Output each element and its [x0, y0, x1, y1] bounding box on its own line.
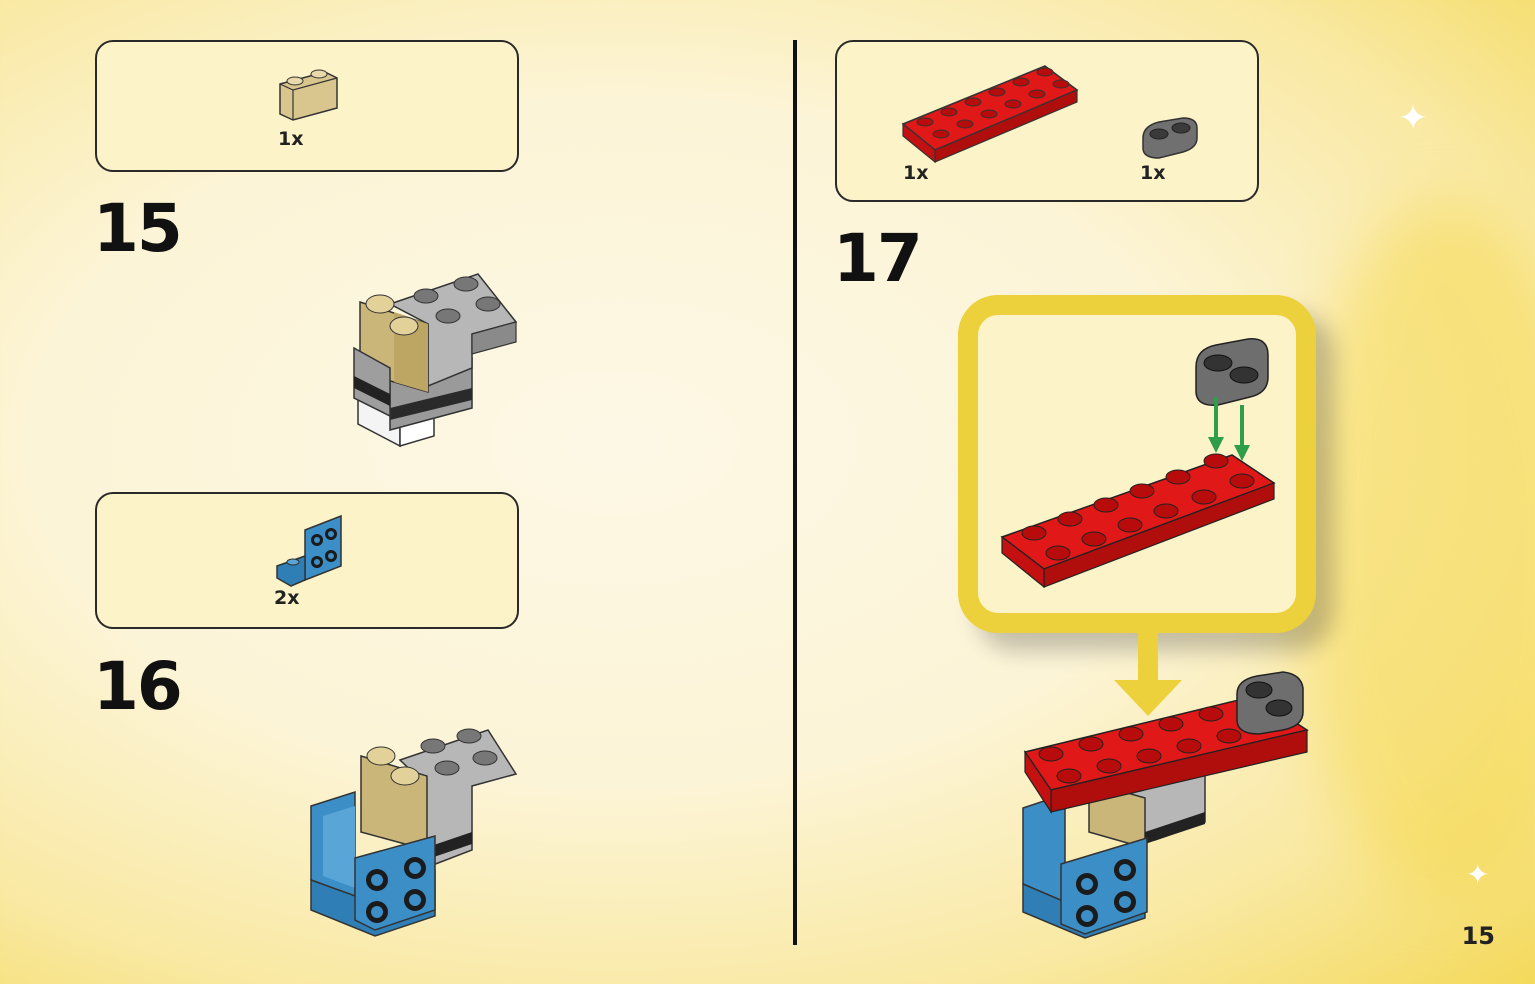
zoom-callout-detail: [1000, 338, 1276, 589]
sparkle-icon: ✦: [1466, 858, 1490, 891]
parts-callout-step-16: 2x: [95, 492, 519, 629]
part-quantity: 1x: [903, 162, 929, 184]
step-16-model: [310, 728, 518, 937]
step-number: 17: [833, 220, 923, 297]
arrow-down-icon: [1114, 628, 1182, 716]
page-divider: [793, 40, 797, 945]
red-plate-2x6-icon: [901, 65, 1079, 164]
part-quantity: 1x: [1140, 162, 1166, 184]
step-number: 15: [93, 190, 183, 267]
part-quantity: 1x: [278, 128, 304, 150]
parts-callout-step-17: 1x 1x: [835, 40, 1259, 202]
step-17-model: [1022, 671, 1309, 939]
parts-callout-step-15: 1x: [95, 40, 519, 172]
zoom-callout-frame: [958, 295, 1316, 633]
step-number: 16: [93, 648, 183, 725]
tan-brick-rounded-icon: [279, 69, 338, 121]
step-15-model: [353, 273, 518, 448]
sparkle-icon: ✦: [1398, 98, 1429, 139]
gray-plate-rounded-icon: [1142, 117, 1198, 159]
page-number: 15: [1461, 922, 1495, 950]
part-quantity: 2x: [274, 587, 300, 609]
blue-bracket-icon: [276, 514, 342, 587]
